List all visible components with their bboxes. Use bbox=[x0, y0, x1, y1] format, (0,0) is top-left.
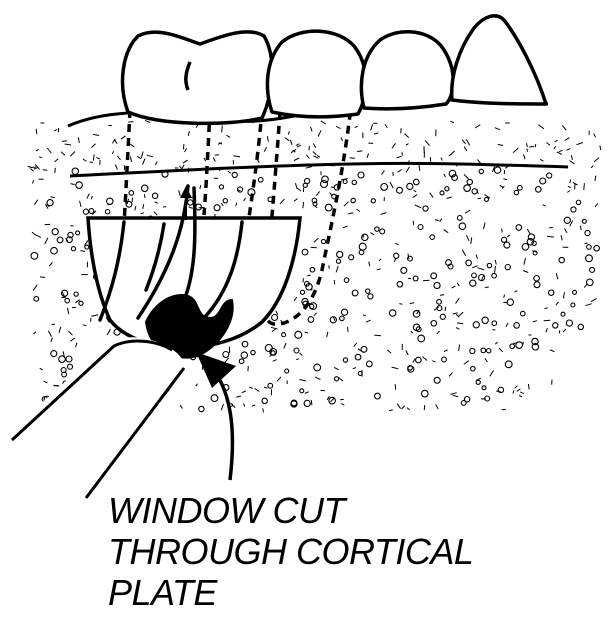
caption-line-3: PLATE bbox=[108, 572, 588, 613]
premolar-crown-1 bbox=[267, 31, 365, 117]
teeth-crowns bbox=[123, 16, 546, 124]
premolar-crown-2 bbox=[361, 32, 453, 109]
caption-line-1: WINDOW CUT bbox=[108, 490, 588, 531]
canine-crown bbox=[452, 16, 546, 104]
molar-crown bbox=[123, 32, 273, 124]
caption: WINDOW CUT THROUGH CORTICAL PLATE bbox=[108, 490, 588, 613]
small-arrow bbox=[180, 186, 192, 220]
caption-line-2: THROUGH CORTICAL bbox=[108, 531, 588, 572]
pointer-arrow bbox=[196, 352, 236, 480]
